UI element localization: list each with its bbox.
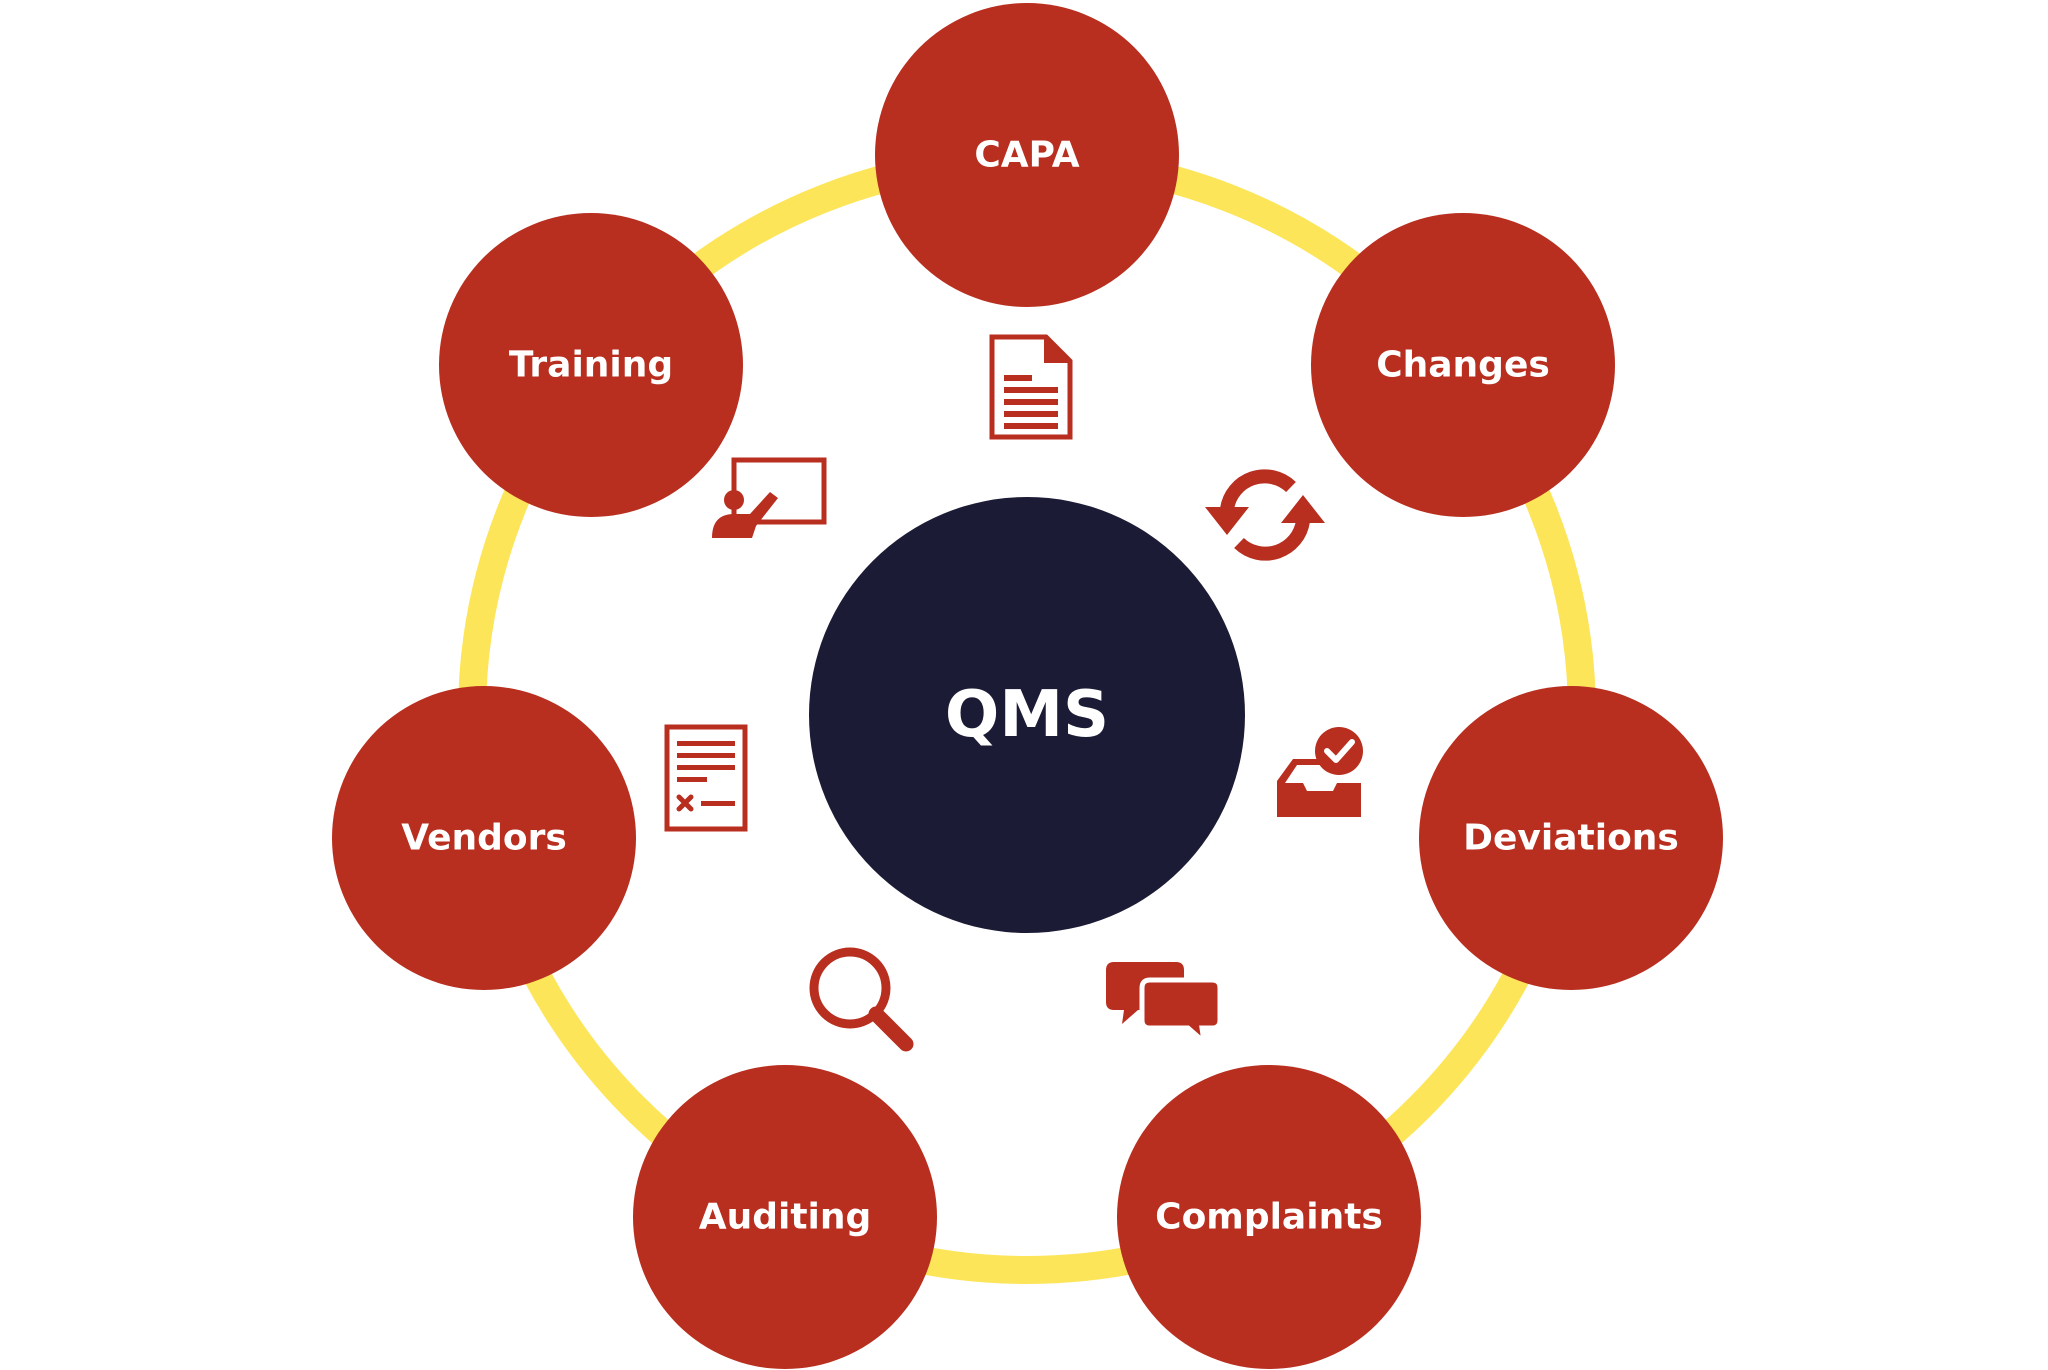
center-circle (809, 497, 1245, 933)
inbox-check-icon (1277, 727, 1363, 817)
node-label: Changes (1376, 345, 1550, 386)
node-circle (875, 3, 1179, 307)
node-circle (1311, 213, 1615, 517)
node-label: CAPA (974, 135, 1079, 176)
node-capa[interactable]: CAPA (875, 3, 1179, 307)
center-node[interactable]: QMS (809, 497, 1245, 933)
node-label: Vendors (401, 818, 567, 859)
node-circle (1117, 1065, 1421, 1369)
node-training[interactable]: Training (439, 213, 743, 517)
document-icon (989, 334, 1073, 440)
node-circle (1419, 686, 1723, 990)
magnifier-icon (809, 947, 914, 1052)
node-label: Complaints (1155, 1197, 1383, 1238)
center-label: QMS (945, 678, 1109, 752)
node-label: Deviations (1463, 818, 1679, 859)
node-complaints[interactable]: Complaints (1117, 1065, 1421, 1369)
presentation-icon (712, 457, 827, 538)
contract-icon (664, 724, 748, 832)
node-label: Training (509, 345, 673, 386)
node-vendors[interactable]: Vendors (332, 686, 636, 990)
node-deviations[interactable]: Deviations (1419, 686, 1723, 990)
node-circle (633, 1065, 937, 1369)
node-circle (439, 213, 743, 517)
node-label: Auditing (699, 1197, 872, 1238)
node-auditing[interactable]: Auditing (633, 1065, 937, 1369)
node-circle (332, 686, 636, 990)
node-changes[interactable]: Changes (1311, 213, 1615, 517)
chat-bubbles-icon (1106, 962, 1223, 1049)
sync-icon (1205, 469, 1325, 561)
